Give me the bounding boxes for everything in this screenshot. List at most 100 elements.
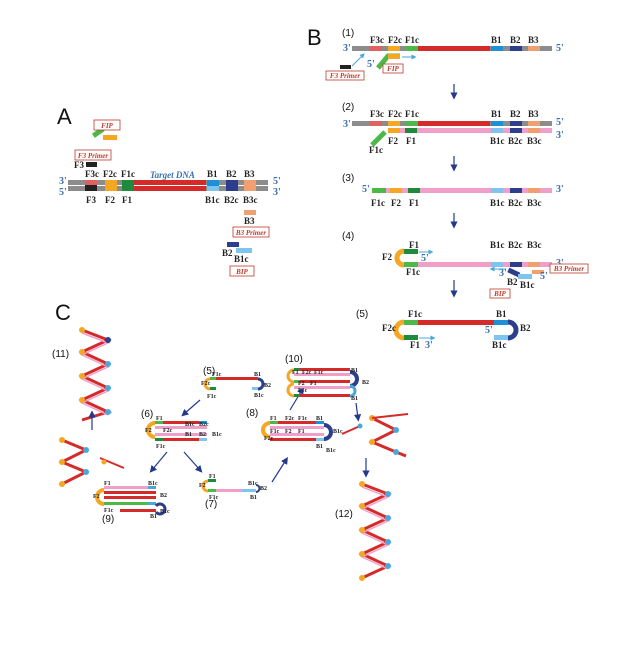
c-zigzag-9 [58, 437, 125, 487]
labels-f1c-text: F1c [298, 388, 308, 394]
b-step-5: (5) F1c B1 3' 5' F2c B2 F1 B1c [356, 309, 531, 351]
b-step-3: (3) 5' 3' F1c F2 F1 B1c B2c B3c [342, 173, 564, 208]
diagram-shape [105, 180, 117, 191]
labels-f1c-text: F1c [408, 309, 422, 319]
c-structure-12: (12) [335, 481, 392, 581]
labels-f1-text: F1 [298, 429, 305, 435]
labels-f3c-text: F3c [370, 35, 384, 45]
labels-f2-text: F2 [145, 428, 152, 434]
labels-b1c-text: B1c [148, 481, 158, 487]
diagram-shape [390, 188, 402, 193]
diagram-shape [408, 188, 420, 193]
diagram-shape [359, 575, 365, 581]
labels-b2-text: B2 [520, 323, 531, 333]
labels-f2-text: F2 [285, 429, 292, 435]
labels-f1c-text: F1c [104, 508, 114, 514]
diagram-shape [491, 121, 503, 126]
diagram-shape [148, 502, 156, 505]
diagram-shape [122, 180, 134, 191]
labels-f1-text: F1 [310, 381, 317, 387]
diagram-shape [155, 438, 163, 441]
diagram-shape [294, 373, 350, 376]
labels-f2c-text: F2c [302, 370, 312, 376]
labels-b1c-text: B1c [326, 448, 336, 454]
diagram-shape [208, 489, 216, 492]
diagram-shape [385, 491, 391, 497]
diagram-shape [294, 394, 350, 397]
diagram-shape [257, 377, 265, 391]
diagram-shape [340, 65, 351, 69]
a-f3: F3 [86, 195, 96, 205]
diagram-shape [394, 248, 405, 268]
labels-b1c-text: B1c [212, 432, 222, 438]
steps-3-text: (4) [342, 231, 354, 242]
diagram-shape [85, 180, 97, 191]
diagram-shape [83, 447, 89, 453]
diagram-shape [286, 382, 295, 398]
labels-f2c-text: F2c [201, 381, 211, 387]
diagram-shape [86, 162, 97, 167]
labels-f1c-text: F1c [405, 109, 419, 119]
labels-b1-text: B1 [351, 368, 358, 374]
panel-c: C (11) (9) [52, 300, 409, 581]
labels-b1c-text: B1c [185, 422, 195, 428]
diagram-shape [491, 128, 503, 133]
labels-f1c-text: F1c [314, 370, 324, 376]
diagram-shape [105, 337, 111, 343]
labels-f1c-text: F1c [207, 394, 217, 400]
f3-primer-name: F3 [74, 160, 84, 170]
labels-b2-text: B2 [160, 493, 167, 499]
diagram-shape [210, 377, 216, 380]
diagram-shape [510, 262, 522, 267]
diagram-shape [155, 421, 207, 424]
diagram-shape [370, 130, 387, 147]
diagram-shape [105, 385, 111, 391]
labels-b1c-text: B1c [520, 280, 535, 290]
diagram-shape [368, 416, 407, 458]
ends-three-text: 3' [343, 43, 351, 54]
labels-b2-text: B2 [510, 109, 521, 119]
diagram-shape [510, 188, 522, 193]
a-f3c: F3c [85, 169, 99, 179]
labels-b1-text: B1 [185, 432, 192, 438]
labels-b2-text: B2 [507, 277, 518, 287]
diagram-shape [528, 262, 540, 267]
diagram-shape [316, 438, 324, 441]
diagram-shape [201, 479, 209, 493]
a-b1c: B1c [205, 195, 220, 205]
labels-b3-text: B3 [528, 35, 539, 45]
labels-b2c-text: B2c [199, 422, 209, 428]
diagram-shape [93, 119, 121, 131]
diagram-shape [104, 496, 156, 499]
labels-f2-text: F2 [199, 483, 206, 489]
diagram-shape [405, 121, 417, 126]
diagram-shape [388, 128, 400, 133]
primers-fip-text: FIP [387, 65, 399, 73]
steps-11-text: (12) [335, 509, 353, 520]
diagram-shape [405, 128, 417, 133]
a-f2: F2 [105, 195, 115, 205]
ends-five-text: 5' [556, 117, 564, 128]
bip-b1c: B1c [234, 254, 249, 264]
diagram-shape [255, 484, 261, 493]
diagram-shape [388, 121, 400, 126]
labels-b1-text: B1 [316, 444, 323, 450]
labels-b1c-text: B1c [248, 481, 258, 487]
diagram-shape [244, 210, 256, 215]
labels-f1-text: F1 [410, 340, 420, 350]
diagram-shape [418, 46, 490, 51]
diagram-shape [85, 180, 97, 185]
b-step-2: (2) F3c F2c F1c B1 B2 B3 3' 5' 3' F [342, 102, 564, 155]
labels-b1-text: B1 [150, 514, 157, 520]
diagram-shape [104, 486, 156, 489]
diagram-shape [370, 46, 382, 51]
a-b2c: B2c [224, 195, 239, 205]
ends-five-text: 5' [485, 325, 493, 336]
diagram-shape [385, 563, 391, 569]
labels-b3c-text: B3c [527, 240, 542, 250]
labels-f2-text: F2 [93, 494, 100, 500]
diagram-shape [371, 413, 409, 419]
diagram-shape [323, 423, 333, 441]
labels-b1c-text: B1c [490, 240, 505, 250]
